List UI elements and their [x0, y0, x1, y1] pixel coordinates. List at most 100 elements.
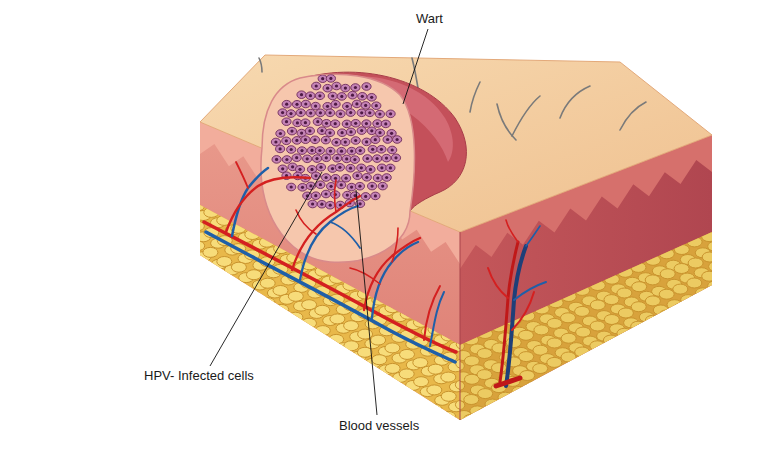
cell-nucleus	[376, 157, 379, 160]
infected-cell	[306, 109, 315, 117]
cell-nucleus	[298, 168, 301, 171]
fat-cell	[547, 318, 562, 328]
fat-cell	[604, 295, 619, 305]
fat-cell	[288, 291, 303, 301]
cell-nucleus	[336, 157, 339, 160]
fat-cell	[498, 392, 513, 402]
infected-cell	[311, 172, 320, 180]
infected-cell	[282, 156, 291, 164]
cell-nucleus	[309, 94, 312, 97]
fat-cell	[547, 338, 562, 348]
cell-nucleus	[308, 129, 311, 132]
fat-cell	[385, 343, 400, 353]
cell-nucleus	[340, 95, 343, 98]
infected-cell	[341, 84, 350, 92]
infected-cell	[312, 82, 321, 90]
cell-nucleus	[335, 141, 338, 144]
cell-nucleus	[381, 185, 384, 188]
fat-cell	[709, 262, 724, 272]
infected-cell	[342, 120, 351, 128]
block-edge	[460, 232, 461, 420]
cell-nucleus	[364, 195, 367, 198]
infected-cell	[346, 164, 355, 172]
fat-cell	[441, 331, 456, 341]
infected-cell	[298, 184, 307, 192]
fat-cell	[344, 321, 359, 331]
fat-cell	[618, 267, 633, 277]
cell-nucleus	[364, 104, 367, 107]
cell-nucleus	[274, 140, 277, 143]
cell-nucleus	[329, 77, 332, 80]
infected-cell	[287, 127, 296, 135]
fat-cell	[561, 333, 576, 343]
fat-cell	[631, 321, 646, 331]
infected-cell	[351, 84, 360, 92]
infected-cell	[297, 147, 306, 155]
infected-cell	[382, 174, 391, 182]
fat-cell	[428, 324, 443, 334]
fat-cell	[575, 285, 590, 295]
cell-nucleus	[290, 130, 293, 133]
fat-cell	[260, 298, 275, 308]
fat-cell	[330, 273, 345, 283]
leader-lines	[210, 29, 428, 415]
fat-cell	[477, 349, 492, 359]
fat-cell	[519, 330, 534, 340]
fat-cell	[260, 278, 275, 288]
blood-vessels	[204, 162, 546, 386]
cell-nucleus	[370, 96, 373, 99]
fat-cell	[245, 230, 260, 240]
cell-nucleus	[340, 183, 343, 186]
infected-cell	[351, 137, 360, 145]
fat-cell	[687, 237, 702, 247]
fat-cell	[645, 315, 660, 325]
fat-cell	[702, 252, 717, 262]
fat-cell	[673, 303, 688, 313]
cell-nucleus	[304, 121, 307, 124]
infected-cell	[388, 146, 397, 154]
cell-nucleus	[350, 186, 353, 189]
fat-cell	[357, 347, 372, 357]
infected-cell	[373, 174, 382, 182]
infected-cell	[282, 137, 291, 145]
infected-cell	[393, 136, 402, 144]
infected-cell	[292, 101, 301, 109]
fat-cell	[674, 264, 689, 274]
cell-nucleus	[295, 103, 298, 106]
fat-cell	[457, 411, 472, 421]
cell-nucleus	[374, 138, 377, 141]
cell-nucleus	[314, 105, 317, 108]
fat-cell	[204, 207, 219, 217]
infected-cell	[276, 145, 285, 153]
fat-cell	[315, 266, 330, 276]
cell-nucleus	[324, 192, 327, 195]
fat-cell	[653, 305, 668, 315]
fat-cell	[590, 281, 605, 291]
infected-cell	[326, 109, 335, 117]
fat-cell	[576, 327, 591, 337]
cell-nucleus	[326, 105, 329, 108]
fat-cell	[400, 309, 415, 319]
infected-cell	[332, 139, 341, 147]
cell-nucleus	[318, 149, 321, 152]
fat-cell	[708, 241, 723, 251]
infected-cell	[321, 190, 330, 198]
cell-nucleus	[285, 103, 288, 106]
fat-cell	[427, 404, 442, 414]
infected-cell	[391, 154, 400, 162]
infected-cell	[292, 154, 301, 162]
fat-cell	[232, 283, 247, 293]
cell-nucleus	[365, 140, 368, 143]
fat-cell	[646, 255, 661, 265]
cell-nucleus	[355, 102, 358, 105]
infected-cell	[301, 119, 310, 127]
cell-nucleus	[349, 130, 352, 133]
infected-cell	[363, 155, 372, 163]
cell-nucleus	[285, 158, 288, 161]
part-label: Wart	[414, 11, 445, 27]
infected-cell	[386, 164, 395, 172]
cell-nucleus	[290, 148, 293, 151]
cell-nucleus	[309, 112, 312, 115]
fat-cell	[485, 399, 500, 409]
